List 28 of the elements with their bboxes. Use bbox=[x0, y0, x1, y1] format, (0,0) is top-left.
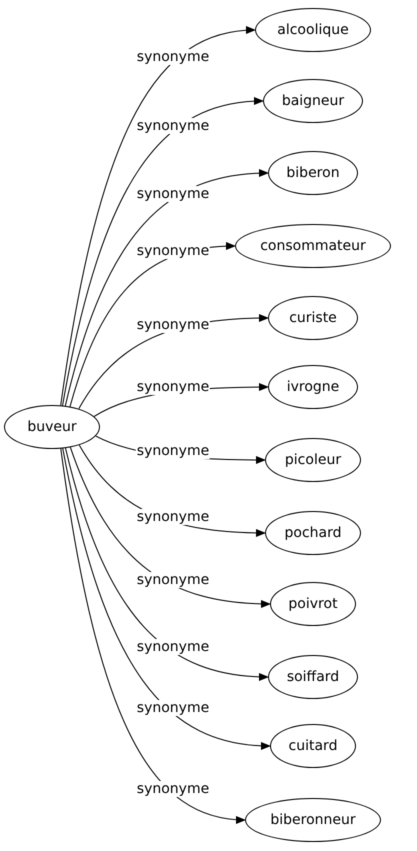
ellipse-node: biberon bbox=[268, 151, 358, 195]
edge-label: synonyme bbox=[136, 118, 210, 134]
edge-label: synonyme bbox=[136, 508, 210, 525]
ellipse-node: biberonneur bbox=[245, 798, 381, 842]
ellipse-node: pochard bbox=[265, 511, 361, 555]
ellipse-node: alcoolique bbox=[255, 8, 371, 52]
edge-label: synonyme bbox=[136, 780, 210, 797]
ellipse-node: picoleur bbox=[265, 438, 361, 482]
ellipse-node: cuitard bbox=[270, 724, 356, 768]
ellipse-node: ivrogne bbox=[268, 365, 358, 409]
arrow bbox=[70, 446, 271, 608]
ellipse-node: poivrot bbox=[270, 582, 356, 626]
arrow bbox=[65, 448, 269, 681]
edge-label: synonyme bbox=[136, 186, 210, 202]
ellipse-node: soiffard bbox=[268, 655, 358, 699]
edge-label: synonyme bbox=[136, 700, 210, 716]
arrow bbox=[62, 98, 264, 406]
ellipse-node: baigneur bbox=[263, 79, 363, 123]
arrow bbox=[64, 169, 269, 406]
ellipse-node: curiste bbox=[268, 296, 358, 340]
arrow bbox=[60, 448, 246, 824]
arrow bbox=[62, 448, 271, 750]
edge-label: synonyme bbox=[136, 572, 210, 588]
arrow bbox=[60, 26, 256, 406]
ellipse-node: buveur bbox=[4, 405, 100, 449]
edge-label: synonyme bbox=[136, 48, 210, 65]
edge-label: synonyme bbox=[136, 639, 210, 655]
ellipse-node: consommateur bbox=[235, 224, 391, 268]
